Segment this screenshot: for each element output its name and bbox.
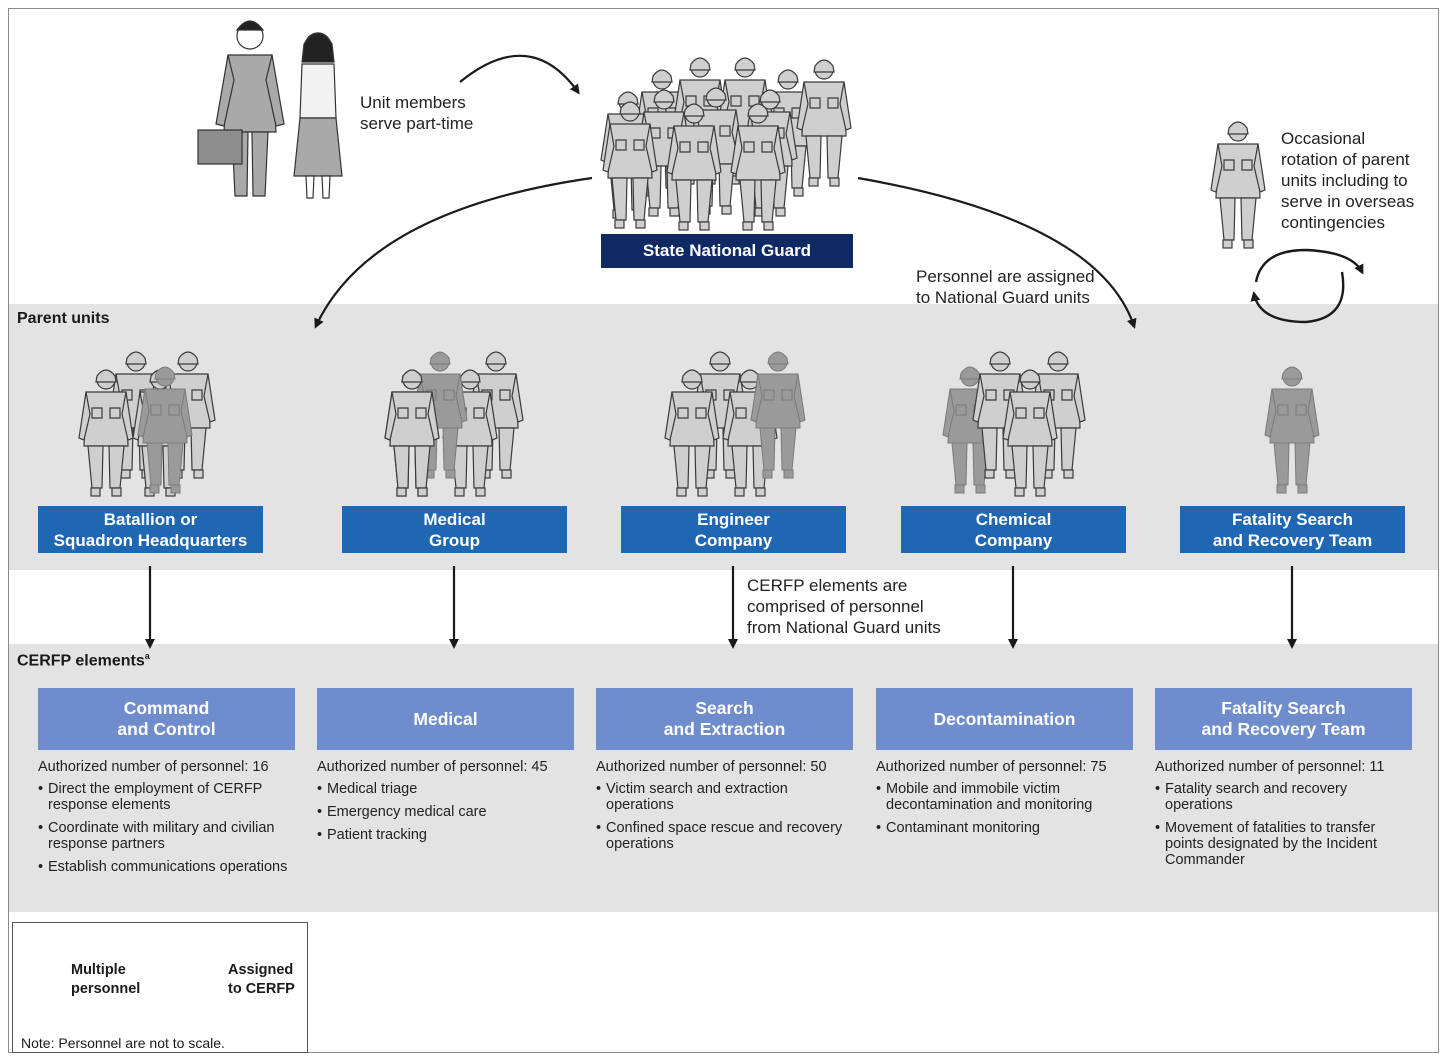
rotation-caption: Occasional rotation of parent units incl… [1281, 129, 1415, 232]
capability-item: Establish communications operations [38, 859, 300, 875]
element-decontamination: Decontamination [876, 688, 1133, 750]
parent-to-cerfp-arrows [145, 566, 1297, 649]
authorized-count: Authorized number of personnel: 45 [317, 759, 548, 775]
authorized-count: Authorized number of personnel: 16 [38, 759, 269, 775]
element-fatality-team: Fatality Search and Recovery Team [1155, 688, 1412, 750]
parent-unit-medical-group: Medical Group [342, 506, 567, 553]
cerfp-composition-caption: CERFP elements are comprised of personne… [747, 576, 941, 637]
capability-item: Direct the employment of CERFP response … [38, 781, 300, 813]
capability-item: Medical triage [317, 781, 579, 797]
legend-box: Multiple personnel Assigned to CERFP Not… [12, 922, 308, 1053]
element-command-control: Command and Control [38, 688, 295, 750]
element-medical: Medical [317, 688, 574, 750]
authorized-count: Authorized number of personnel: 11 [1155, 759, 1385, 775]
civilian-man-icon [197, 20, 285, 197]
authorized-count: Authorized number of personnel: 50 [596, 759, 827, 775]
element-command-control-details: Authorized number of personnel: 16 Direc… [38, 759, 300, 882]
state-guard-soldiers-icon [600, 57, 852, 231]
parent-unit-battalion-hq: Batallion or Squadron Headquarters [38, 506, 263, 553]
civilian-caption: Unit members serve part-time [360, 93, 474, 133]
capability-item: Patient tracking [317, 827, 579, 843]
legend-assigned-label: Assigned to CERFP [228, 962, 295, 997]
state-national-guard-label: State National Guard [601, 234, 853, 268]
parent-units-heading: Parent units [17, 310, 110, 327]
element-search-extraction: Search and Extraction [596, 688, 853, 750]
parent-unit-soldiers-4-icon [972, 351, 1086, 497]
element-decontamination-details: Authorized number of personnel: 75 Mobil… [876, 759, 1138, 843]
cerfp-elements-heading: CERFP elementsa [17, 651, 150, 670]
parent-unit-chemical-company: Chemical Company [901, 506, 1126, 553]
element-search-extraction-details: Authorized number of personnel: 50 Victi… [596, 759, 858, 859]
authorized-count: Authorized number of personnel: 75 [876, 759, 1107, 775]
capability-item: Fatality search and recovery operations [1155, 781, 1417, 813]
figure-frame [8, 8, 1439, 1053]
element-medical-details: Authorized number of personnel: 45 Medic… [317, 759, 579, 850]
capability-item: Coordinate with military and civilian re… [38, 820, 300, 852]
cerfp-footnote-marker: a [144, 651, 150, 661]
capability-item: Contaminant monitoring [876, 820, 1138, 836]
civilian-woman-icon [293, 32, 343, 199]
assigned-caption: Personnel are assigned to National Guard… [916, 267, 1095, 307]
capability-item: Movement of fatalities to transfer point… [1155, 820, 1417, 868]
legend-multiple-label: Multiple personnel [71, 962, 141, 997]
capability-item: Mobile and immobile victim decontaminati… [876, 781, 1138, 813]
rotation-soldier-icon [1210, 121, 1266, 249]
element-fatality-team-details: Authorized number of personnel: 11 Fatal… [1155, 759, 1417, 875]
capability-item: Victim search and extraction operations [596, 781, 858, 813]
cerfp-elements-heading-text: CERFP elements [17, 652, 145, 670]
assigned-personnel-5-icon [1264, 366, 1320, 494]
parent-unit-engineer-company: Engineer Company [621, 506, 846, 553]
capability-item: Confined space rescue and recovery opera… [596, 820, 858, 852]
capability-item: Emergency medical care [317, 804, 579, 820]
parent-unit-fatality-team: Fatality Search and Recovery Team [1180, 506, 1405, 553]
legend-note: Note: Personnel are not to scale. [21, 1035, 225, 1051]
